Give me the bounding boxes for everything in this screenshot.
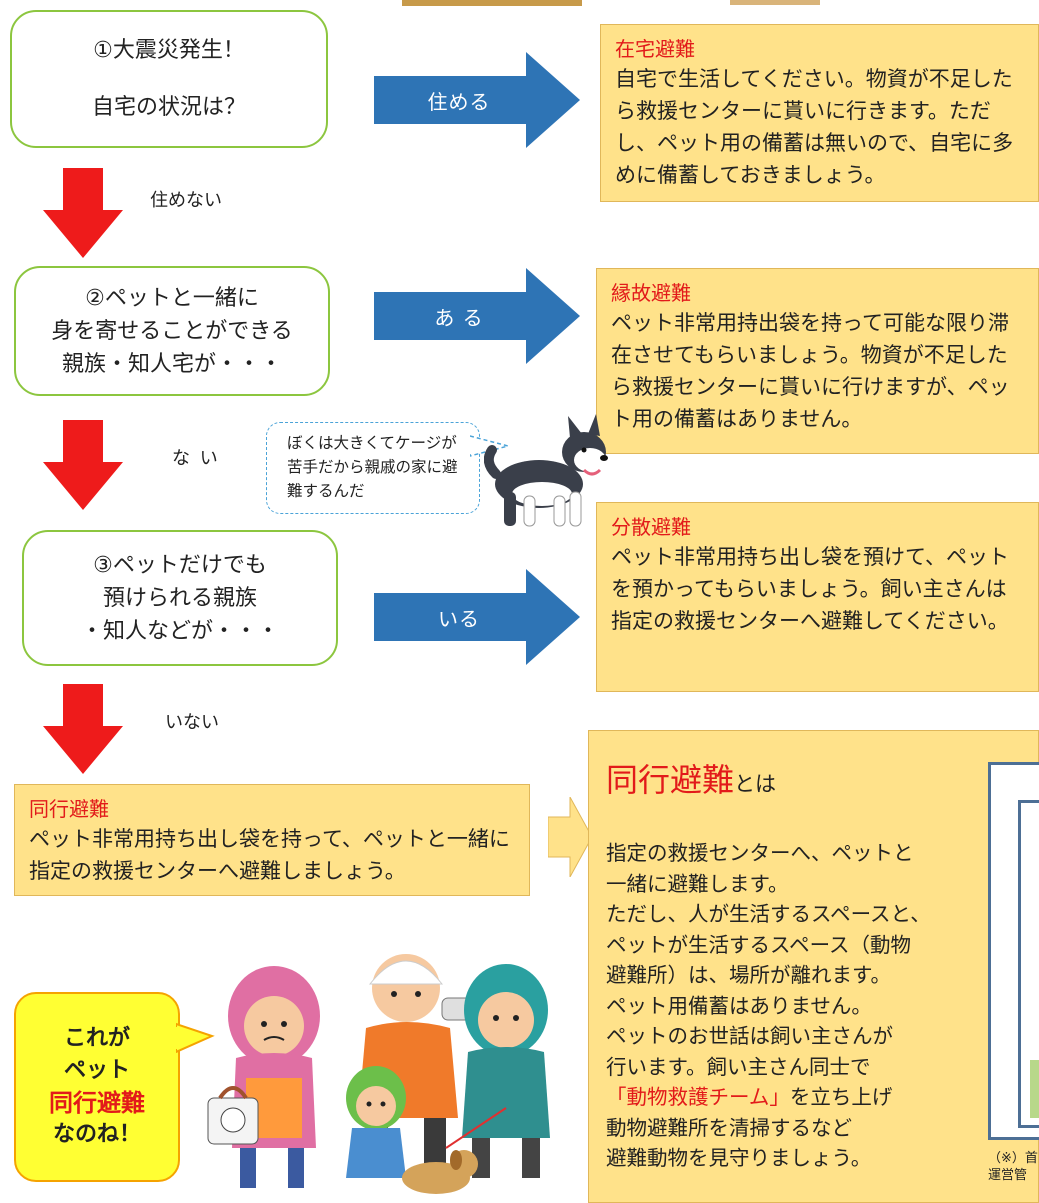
dog-bubble-text: ぼくは大きくてケージが苦手だから親戚の家に避難するんだ — [287, 434, 458, 500]
result3-box: 分散避難 ペット非常用持ち出し袋を預けて、ペットを預かってもらいましょう。飼い主… — [596, 502, 1039, 692]
arrow-right-4 — [548, 797, 592, 877]
step3-line3: ・知人などが・・・ — [80, 618, 279, 644]
step1-line1: ①大震災発生！ — [93, 38, 245, 63]
explain-team-red: 「動物救護チーム」 — [606, 1085, 790, 1109]
arrow3-label: いる — [438, 607, 480, 631]
arrow2-label: あ る — [434, 306, 484, 330]
callout-line1: これが — [63, 1026, 130, 1051]
result4-title: 同行避難 — [29, 797, 109, 821]
arrow-down-2 — [43, 420, 123, 510]
step2-question-box: ②ペットと一緒に 身を寄せることができる 親族・知人宅が・・・ — [14, 266, 330, 396]
result4-box: 同行避難 ペット非常用持ち出し袋を持って、ペットと一緒に指定の救援センターへ避難… — [14, 784, 530, 896]
step3-line1: ③ペットだけでも — [93, 552, 267, 578]
family-evacuation-illustration — [207, 954, 550, 1194]
result2-box: 縁故避難 ペット非常用持出袋を持って可能な限り滞在させてもらいましょう。物資が不… — [596, 268, 1039, 454]
callout-line2: ペット — [63, 1058, 130, 1083]
arrow1-label: 住める — [427, 90, 491, 114]
inset-note-line1: （※）首 — [988, 1151, 1038, 1166]
explain-line: 避難動物を見守りましょう。 — [606, 1146, 872, 1170]
step2-line3: 親族・知人宅が・・・ — [61, 351, 282, 377]
inset-diagram-inner — [1018, 800, 1039, 1128]
callout-line4: なのね！ — [52, 1122, 141, 1147]
explain-box — [588, 730, 1039, 1203]
result2-title: 縁故避難 — [611, 281, 691, 305]
arrow-right-3: いる — [374, 569, 580, 665]
down2-label: な い — [172, 448, 220, 469]
arrow-down-1 — [43, 168, 123, 258]
explain-line: 一緒に避難します。 — [606, 871, 789, 896]
explain-team-suffix: を立ち上げ — [789, 1085, 893, 1109]
inset-note: （※）首 運営管 — [988, 1150, 1038, 1184]
explain-title-suffix: とは — [734, 772, 777, 796]
inset-note-line2: 運営管 — [988, 1168, 1028, 1183]
result2-body: ペット非常用持出袋を持って可能な限り滞在させてもらいましょう。物資が不足したら救… — [611, 311, 1010, 431]
top-photo-fragment-2 — [730, 0, 820, 5]
result3-title: 分散避難 — [611, 515, 691, 539]
result3-body: ペット非常用持ち出し袋を預けて、ペットを預かってもらいましょう。飼い主さんは指定… — [611, 545, 1009, 633]
explain-line: 動物避難所を清掃するなど — [606, 1115, 852, 1140]
inset-green-fragment — [1030, 1060, 1039, 1118]
top-photo-fragment — [402, 0, 582, 6]
arrow-right-1: 住める — [374, 52, 580, 148]
explain-line: ペットが生活するスペース（動物 — [606, 932, 912, 957]
explain-heading: 同行避難とは — [606, 760, 776, 804]
explain-team-line: 「動物救護チーム」を立ち上げ — [606, 1082, 976, 1113]
explain-line: 避難所）は、場所が離れます。 — [606, 963, 891, 987]
explain-line: ペットのお世話は飼い主さんが — [606, 1024, 893, 1048]
step2-line2: 身を寄せることができる — [51, 318, 293, 344]
down1-label: 住めない — [150, 190, 222, 211]
explain-line: ペット用備蓄はありません。 — [606, 993, 872, 1018]
step1-question-box: ①大震災発生！ 自宅の状況は？ — [10, 10, 328, 148]
callout-line3: 同行避難 — [49, 1089, 145, 1117]
down3-label: いない — [165, 712, 219, 733]
step2-line1: ②ペットと一緒に — [85, 285, 259, 311]
explain-line: 指定の救援センターへ、ペットと — [606, 841, 914, 865]
explain-title-red: 同行避難 — [606, 761, 735, 799]
callout-tail — [176, 1022, 215, 1054]
step3-question-box: ③ペットだけでも 預けられる親族 ・知人などが・・・ — [22, 530, 338, 666]
explain-line: 行います。飼い主さん同士で — [606, 1054, 871, 1079]
result1-box: 在宅避難 自宅で生活してください。物資が不足したら救援センターに貰いに行きます。… — [600, 24, 1039, 202]
callout-bubble: これが ペット 同行避難 なのね！ — [14, 992, 180, 1182]
explain-line: ただし、人が生活するスペースと、 — [606, 902, 931, 926]
result1-body: 自宅で生活してください。物資が不足したら救援センターに貰いに行きます。ただし、ペ… — [615, 67, 1014, 187]
step3-line2: 預けられる親族 — [102, 585, 257, 611]
step1-line2: 自宅の状況は？ — [91, 95, 246, 120]
result1-title: 在宅避難 — [615, 37, 695, 61]
husky-dog-illustration — [484, 414, 608, 527]
arrow-down-3 — [43, 684, 123, 774]
explain-body: 指定の救援センターへ、ペットと 一緒に避難します。 ただし、人が生活するスペース… — [606, 838, 976, 1174]
result4-body: ペット非常用持ち出し袋を持って、ペットと一緒に指定の救援センターへ避難しましょう… — [29, 827, 510, 883]
arrow-right-2: あ る — [374, 268, 580, 364]
dog-speech-bubble: ぼくは大きくてケージが苦手だから親戚の家に避難するんだ — [266, 422, 480, 514]
